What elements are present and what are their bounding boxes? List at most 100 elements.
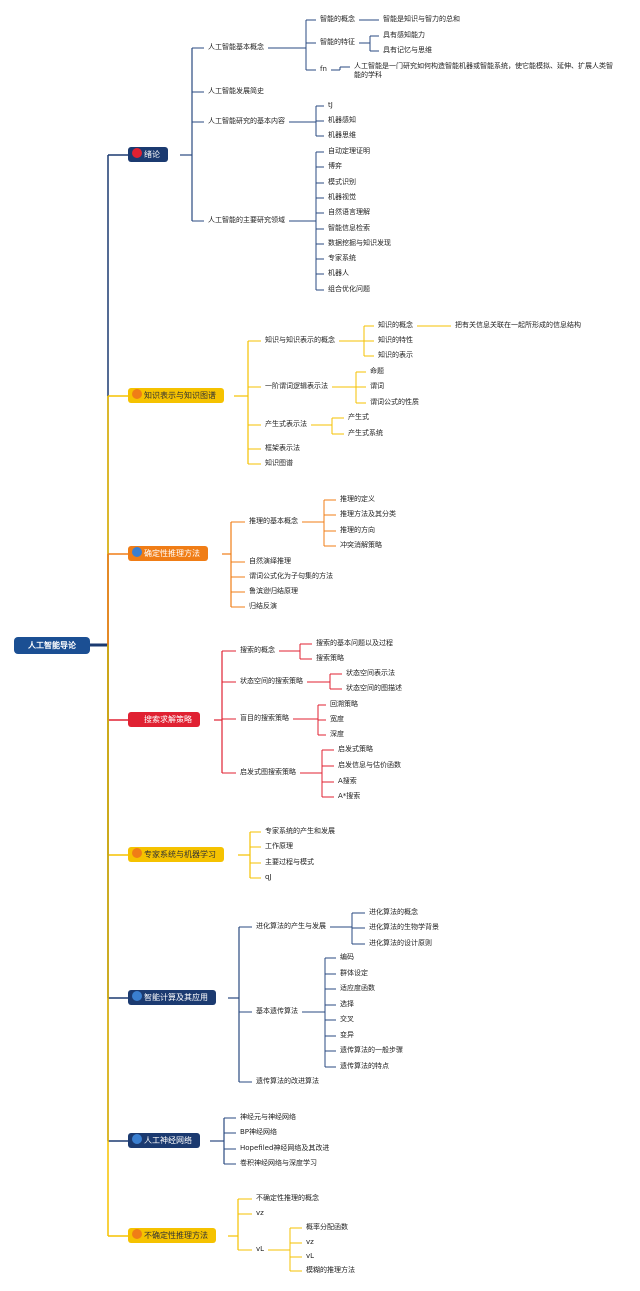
detail-node: 推理方法及其分类 xyxy=(340,510,396,518)
branch-7: 人工神经网络 xyxy=(128,1133,200,1148)
detail-node: A搜索 xyxy=(338,777,357,785)
subtopic: 人工智能的主要研究领域 xyxy=(208,216,285,224)
detail-node: 知识的特性 xyxy=(378,336,413,344)
detail-node: 启发信息与估价函数 xyxy=(338,761,401,769)
number-badge-icon xyxy=(132,1134,142,1144)
subtopic: 归结反演 xyxy=(249,602,277,610)
detail-node: 模糊的推理方法 xyxy=(306,1266,355,1274)
detail-node: 机器感知 xyxy=(328,116,356,124)
detail-node: 搜索策略 xyxy=(316,654,344,662)
detail-node: 群体设定 xyxy=(340,969,368,977)
detail-node: 模式识别 xyxy=(328,178,356,186)
branch-4: 搜索求解策略 xyxy=(128,712,200,727)
subtopic: 一阶谓词逻辑表示法 xyxy=(265,382,328,390)
branch-label: 人工神经网络 xyxy=(144,1136,192,1145)
leaf-node: 人工智能是一门研究如何构造智能机器或智能系统，使它能模拟、延伸、扩展人类智能的学… xyxy=(354,62,613,79)
detail-node: 产生式系统 xyxy=(348,429,383,437)
subtopic: 主要过程与模式 xyxy=(265,858,314,866)
number-badge-icon xyxy=(132,991,142,1001)
detail-node: 推理的定义 xyxy=(340,495,375,503)
detail-node: 专家系统 xyxy=(328,254,356,262)
detail-node: 智能信息检索 xyxy=(328,224,370,232)
subtopic: 人工智能发展简史 xyxy=(208,87,264,95)
detail-node: 回溯策略 xyxy=(330,700,358,708)
detail-node: 进化算法的概念 xyxy=(369,908,418,916)
branch-label: 确定性推理方法 xyxy=(144,549,200,558)
subtopic: 搜索的概念 xyxy=(240,646,275,654)
leaf-node: 具有记忆与思维 xyxy=(383,46,432,54)
number-badge-icon xyxy=(132,1229,142,1239)
subtopic: 自然演绎推理 xyxy=(249,557,291,565)
detail-node: 进化算法的设计原则 xyxy=(369,939,432,947)
subtopic: 知识图谱 xyxy=(265,459,293,467)
branch-label: 不确定性推理方法 xyxy=(144,1231,208,1240)
detail-node: 搜索的基本问题以及过程 xyxy=(316,639,393,647)
subtopic: vL xyxy=(256,1245,265,1253)
detail-node: 博弈 xyxy=(328,162,342,170)
detail-node: 变异 xyxy=(340,1031,354,1039)
detail-node: 机器思维 xyxy=(328,131,356,139)
detail-node: vz xyxy=(306,1238,314,1246)
branch-label: 智能计算及其应用 xyxy=(144,993,208,1002)
subtopic: 工作原理 xyxy=(265,842,293,850)
detail-node: 知识的概念 xyxy=(378,321,413,329)
detail-node: 状态空间的图描述 xyxy=(346,684,402,692)
detail-node: 交叉 xyxy=(340,1015,354,1023)
branch-label: 搜索求解策略 xyxy=(144,715,192,724)
subtopic: 状态空间的搜索策略 xyxy=(240,677,303,685)
detail-node: 冲突消解策略 xyxy=(340,541,382,549)
root-topic: 人工智能导论 xyxy=(14,637,90,654)
subtopic: 卷积神经网络与深度学习 xyxy=(240,1159,317,1167)
subtopic: 盲目的搜索策略 xyxy=(240,714,289,722)
detail-node: 自动定理证明 xyxy=(328,147,370,155)
branch-8: 不确定性推理方法 xyxy=(128,1228,216,1243)
detail-node: 智能的概念 xyxy=(320,15,355,23)
detail-node: 深度 xyxy=(330,730,344,738)
detail-node: 数据挖掘与知识发现 xyxy=(328,239,391,247)
number-badge-icon xyxy=(132,389,142,399)
subtopic: vz xyxy=(256,1209,264,1217)
subtopic: 谓词公式化为子句集的方法 xyxy=(249,572,333,580)
leaf-node: 把有关信息关联在一起所形成的信息结构 xyxy=(455,321,581,329)
detail-node: 适应度函数 xyxy=(340,984,375,992)
detail-node: tJ xyxy=(328,101,333,109)
subtopic: 鲁滨逊归结原理 xyxy=(249,587,298,595)
detail-node: 知识的表示 xyxy=(378,351,413,359)
detail-node: 选择 xyxy=(340,1000,354,1008)
branch-2: 知识表示与知识图谱 xyxy=(128,388,224,403)
branch-3: 确定性推理方法 xyxy=(128,546,208,561)
subtopic: 知识与知识表示的概念 xyxy=(265,336,335,344)
subtopic: 基本遗传算法 xyxy=(256,1007,298,1015)
detail-node: 概率分配函数 xyxy=(306,1223,348,1231)
subtopic: 推理的基本概念 xyxy=(249,517,298,525)
subtopic: 产生式表示法 xyxy=(265,420,307,428)
subtopic: 神经元与神经网络 xyxy=(240,1113,296,1121)
subtopic: BP神经网络 xyxy=(240,1128,278,1136)
detail-node: A*搜索 xyxy=(338,792,361,800)
branch-1: 绪论 xyxy=(128,147,168,162)
number-badge-icon xyxy=(132,148,142,158)
detail-node: 进化算法的生物学背景 xyxy=(369,923,439,931)
subtopic: 人工智能基本概念 xyxy=(208,43,264,51)
branch-label: 专家系统与机器学习 xyxy=(144,850,216,859)
subtopic: qJ xyxy=(265,873,272,881)
leaf-node: 具有感知能力 xyxy=(383,31,425,39)
subtopic: 进化算法的产生与发展 xyxy=(256,922,326,930)
branch-6: 智能计算及其应用 xyxy=(128,990,216,1005)
detail-node: 谓词 xyxy=(370,382,384,390)
detail-node: 命题 xyxy=(370,367,384,375)
detail-node: 编码 xyxy=(340,953,354,961)
branch-5: 专家系统与机器学习 xyxy=(128,847,224,862)
subtopic: 遗传算法的改进算法 xyxy=(256,1077,319,1085)
detail-node: 状态空间表示法 xyxy=(346,669,395,677)
detail-node: 机器视觉 xyxy=(328,193,356,201)
detail-node: 自然语言理解 xyxy=(328,208,370,216)
detail-node: 遗传算法的特点 xyxy=(340,1062,389,1070)
subtopic: Hopefiled神经网络及其改进 xyxy=(240,1144,330,1152)
detail-node: vL xyxy=(306,1252,315,1260)
detail-node: 宽度 xyxy=(330,715,344,723)
detail-node: 推理的方向 xyxy=(340,526,375,534)
leaf-node: 智能是知识与智力的总和 xyxy=(383,15,460,23)
number-badge-icon xyxy=(132,547,142,557)
